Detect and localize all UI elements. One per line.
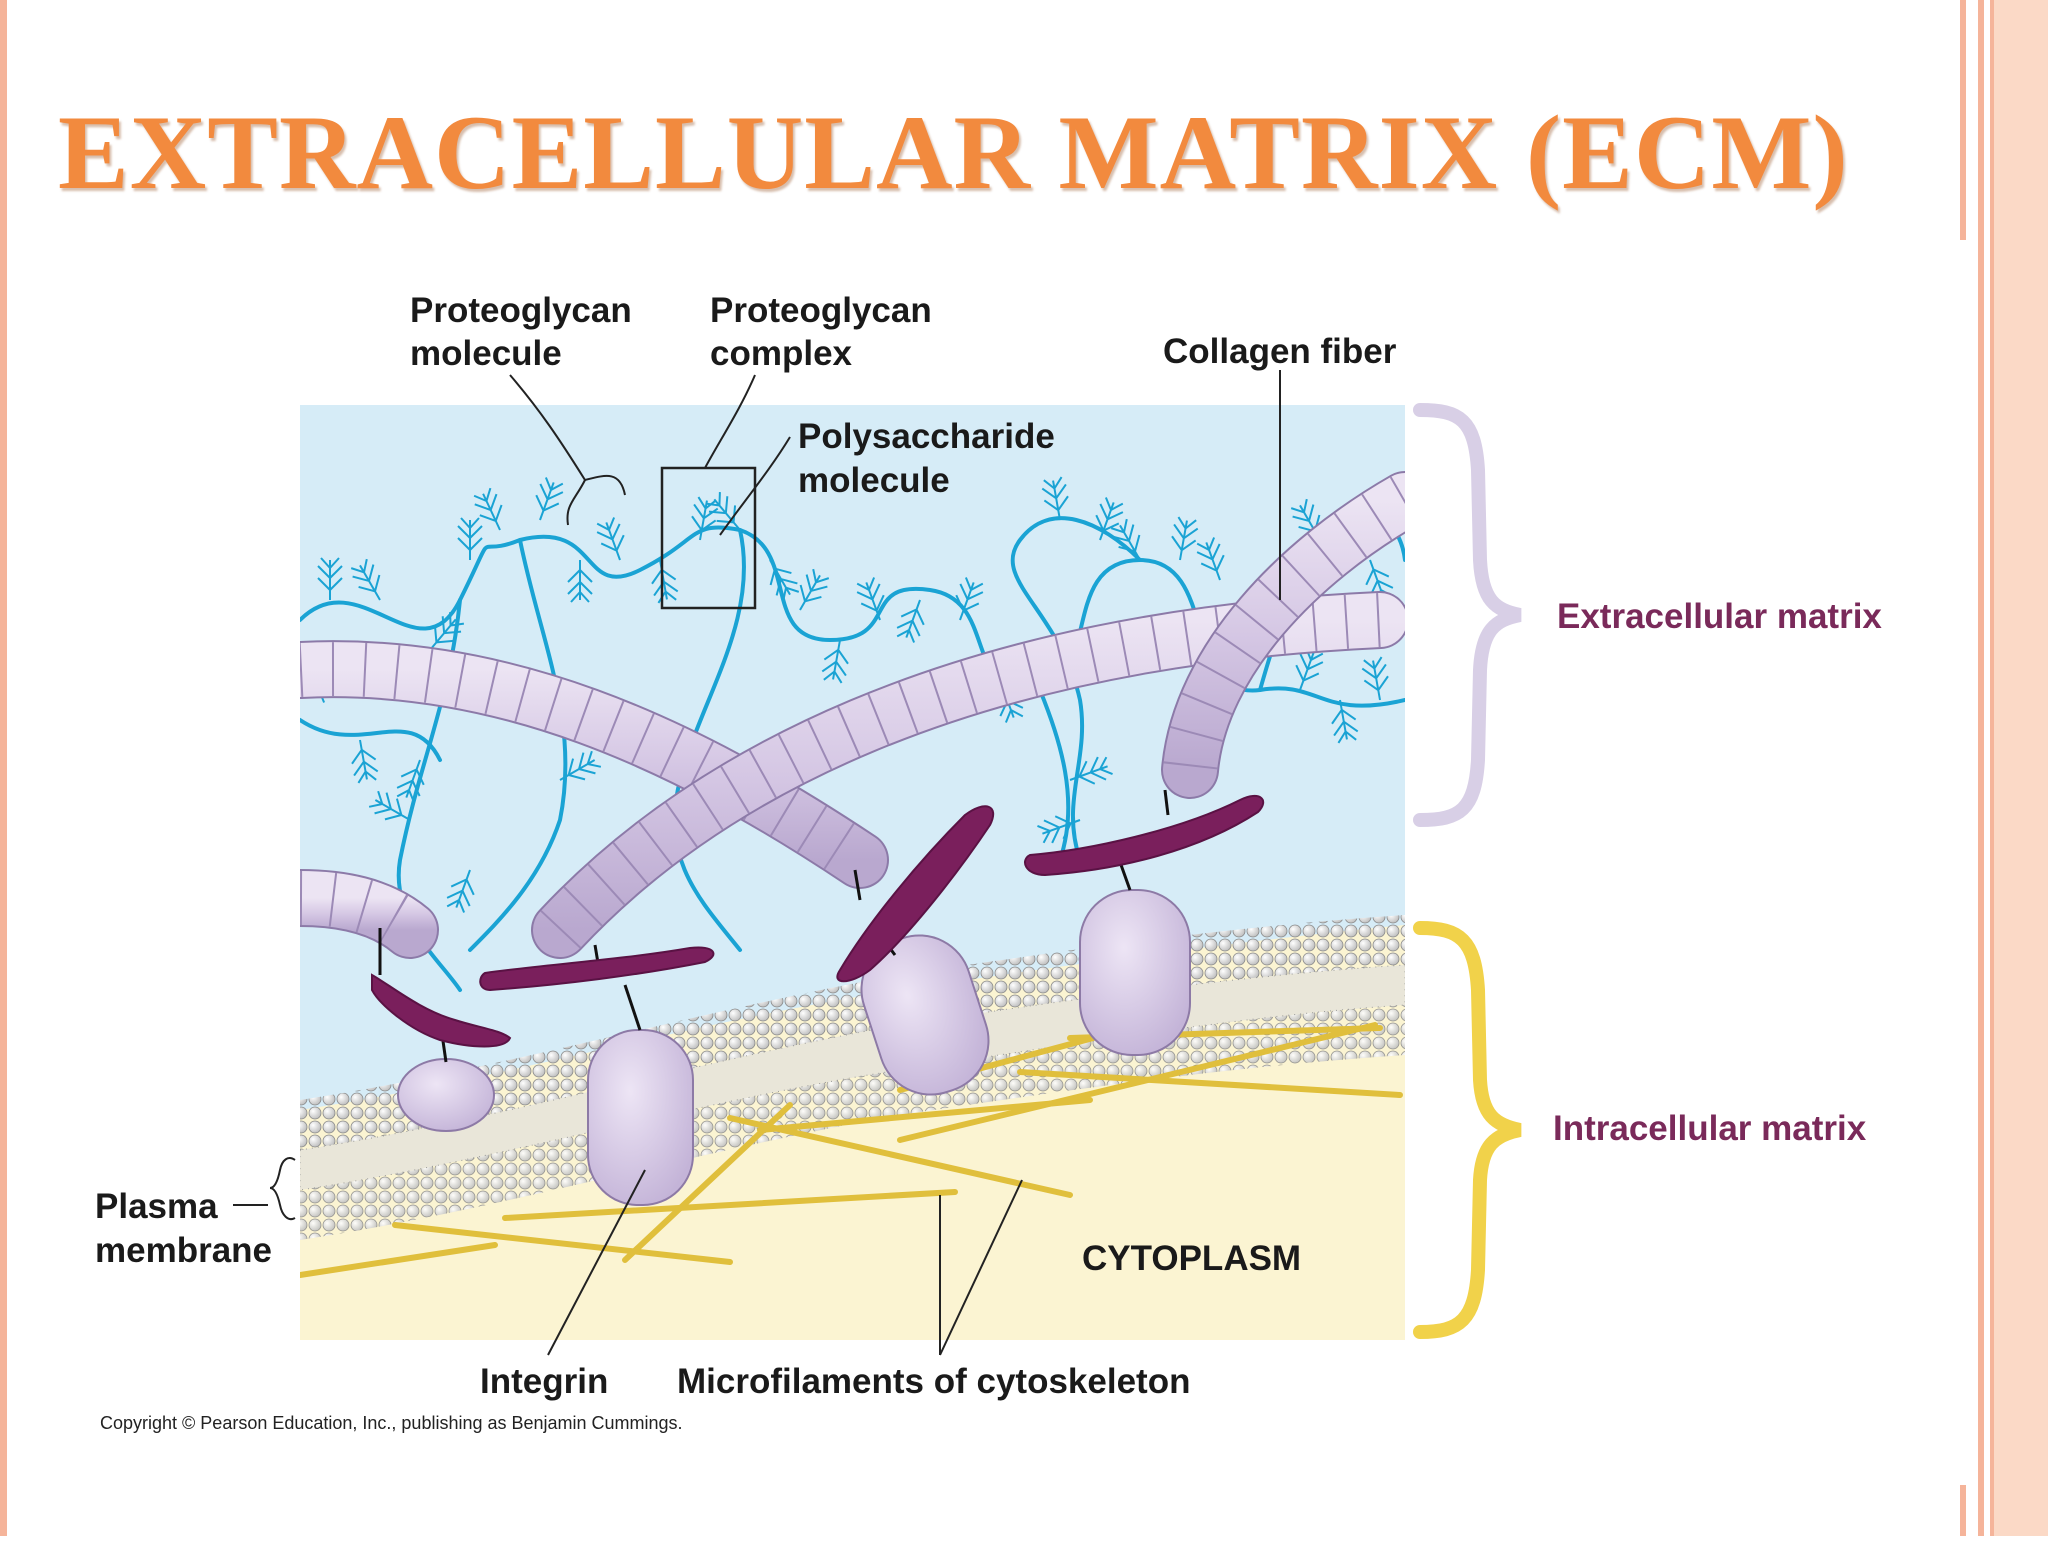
label-proteoglycan-molecule-1: Proteoglycan (410, 291, 632, 330)
slide-title: EXTRACELLULAR MATRIX (ECM) (58, 94, 1849, 211)
collagen-fiber (300, 640, 889, 889)
proteoglycan-complex-box (660, 466, 757, 610)
fibronectin (371, 794, 1265, 1048)
left-border (0, 0, 7, 1536)
label-integrin: Integrin (480, 1362, 608, 1401)
label-collagen-fiber: Collagen fiber (1163, 332, 1397, 371)
label-extracellular-matrix: Extracellular matrix (1557, 597, 1882, 636)
label-proteoglycan-molecule-2: molecule (410, 334, 562, 373)
label-proteoglycan-complex-1: Proteoglycan (710, 291, 932, 330)
label-cytoplasm: CYTOPLASM (1082, 1239, 1301, 1278)
integrins (397, 889, 1191, 1206)
label-polysaccharide-1: Polysaccharide (798, 417, 1055, 456)
label-proteoglycan-complex-2: complex (710, 334, 853, 373)
intracellular-brace (1413, 921, 1522, 1339)
integrin (397, 1058, 495, 1132)
label-intracellular-matrix: Intracellular matrix (1553, 1109, 1867, 1148)
label-plasma-membrane-1: Plasma (95, 1187, 218, 1226)
collagen-fiber (531, 591, 1405, 959)
collagen-fibers (300, 471, 1405, 959)
integrin (1079, 889, 1191, 1056)
collagen-fiber (300, 869, 439, 959)
extracellular-brace (1413, 403, 1522, 827)
label-plasma-membrane-2: membrane (95, 1231, 272, 1270)
label-polysaccharide-2: molecule (798, 461, 950, 500)
right-decoration (1960, 0, 2048, 1536)
integrin (587, 1029, 694, 1206)
collagen-fiber (1161, 471, 1405, 799)
label-microfilaments: Microfilaments of cytoskeleton (677, 1362, 1190, 1401)
leader-lines (233, 370, 1281, 1356)
copyright-text: Copyright © Pearson Education, Inc., pub… (100, 1413, 683, 1433)
